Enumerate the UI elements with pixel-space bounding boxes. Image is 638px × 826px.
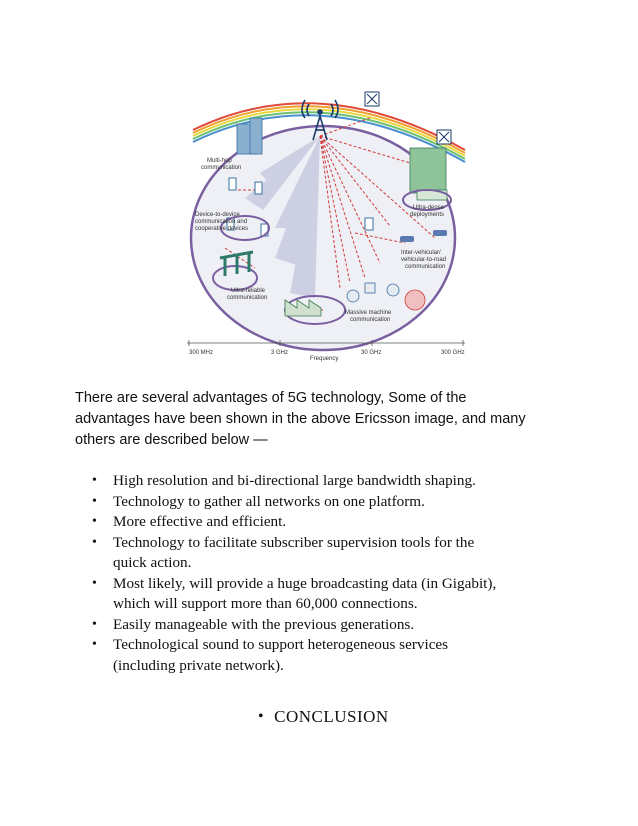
label-massive-2: communication bbox=[350, 317, 390, 323]
bullet-icon: • bbox=[92, 637, 97, 652]
5g-diagram: Multi-hop communication Device-to-device… bbox=[187, 91, 466, 362]
list-item-line-1: High resolution and bi-directional large… bbox=[113, 472, 476, 489]
tick-300ghz: 300 GHz bbox=[441, 350, 465, 356]
cell-tower-icon bbox=[301, 99, 339, 141]
label-d2d-2: communication and bbox=[195, 219, 247, 225]
bullet-icon: • bbox=[92, 575, 97, 591]
dense-building-icon bbox=[409, 147, 448, 201]
list-item: • Most likely, will provide a huge broad… bbox=[90, 574, 560, 615]
label-v2v-3: communication bbox=[405, 264, 445, 270]
frequency-ticks bbox=[188, 340, 464, 346]
label-ultra-reliable-1: Ultra-reliable bbox=[231, 288, 266, 294]
radio-beams bbox=[245, 136, 320, 298]
list-item-line-1: More effective and efficient. bbox=[113, 513, 287, 530]
list-item-line-1: Technology to facilitate subscriber supe… bbox=[113, 533, 475, 551]
label-v2v-1: Inter-vehicular/ bbox=[401, 250, 441, 256]
list-item-line-2: which will support more than 60,000 conn… bbox=[113, 595, 418, 612]
bullet-icon: • bbox=[258, 708, 265, 725]
list-item: • More effective and efficient. bbox=[90, 512, 560, 533]
list-item: • Easily manageable with the previous ge… bbox=[90, 615, 560, 636]
label-ultra-dense-1: Ultra-dense bbox=[413, 205, 445, 211]
advantages-list: • High resolution and bi-directional lar… bbox=[90, 471, 560, 676]
label-ultra-dense-2: deployments bbox=[410, 212, 444, 218]
bullet-icon: • bbox=[92, 534, 97, 550]
label-massive-1: Massive machine bbox=[345, 310, 392, 316]
tick-300mhz: 300 MHz bbox=[189, 350, 213, 356]
building-icon bbox=[236, 117, 263, 155]
list-item-line-2: (including private network). bbox=[113, 656, 284, 674]
intro-line-2: advantages have been shown in the above … bbox=[75, 411, 526, 427]
list-item-line-2: quick action. bbox=[113, 554, 192, 571]
intro-paragraph: There are several advantages of 5G techn… bbox=[75, 388, 565, 451]
device-icons bbox=[226, 177, 374, 237]
5g-use-case-figure: Multi-hop communication Device-to-device… bbox=[165, 78, 475, 370]
list-item-line-1: Technology to gather all networks on one… bbox=[113, 492, 425, 510]
label-multihop-2: communication bbox=[201, 165, 241, 171]
bridge-icon bbox=[219, 250, 254, 276]
list-item-line-1: Technological sound to support heterogen… bbox=[113, 636, 449, 653]
intro-line-1: There are several advantages of 5G techn… bbox=[75, 390, 467, 406]
iot-device-icons bbox=[346, 282, 426, 311]
frequency-axis-title: Frequency bbox=[310, 356, 338, 362]
tick-3ghz: 3 GHz bbox=[271, 350, 288, 356]
list-item-line-1: Most likely, will provide a huge broadca… bbox=[113, 574, 497, 592]
intro-line-3: others are described below — bbox=[75, 432, 268, 448]
list-item: • Technology to gather all networks on o… bbox=[90, 492, 560, 513]
bullet-icon: • bbox=[92, 514, 97, 529]
factory-icon bbox=[284, 299, 322, 317]
bullet-icon: • bbox=[92, 473, 97, 488]
conclusion-heading-text: CONCLUSION bbox=[274, 707, 389, 726]
list-item: • High resolution and bi-directional lar… bbox=[90, 471, 560, 492]
label-d2d-1: Device-to-device bbox=[195, 212, 240, 218]
tick-30ghz: 30 GHz bbox=[361, 350, 381, 356]
label-v2v-2: vehicular-to-road bbox=[401, 257, 446, 263]
conclusion-heading: • CONCLUSION bbox=[258, 707, 389, 727]
relay-node-icon bbox=[364, 91, 452, 145]
bullet-icon: • bbox=[92, 493, 97, 509]
list-item: • Technology to facilitate subscriber su… bbox=[90, 533, 560, 574]
label-d2d-3: cooperative devices bbox=[195, 226, 248, 232]
vehicle-icons bbox=[400, 230, 447, 242]
label-ultra-reliable-2: communication bbox=[227, 295, 267, 301]
list-item: • Technological sound to support heterog… bbox=[90, 635, 560, 676]
label-multihop-1: Multi-hop bbox=[207, 158, 232, 164]
list-item-line-1: Easily manageable with the previous gene… bbox=[113, 615, 415, 633]
spectrum-arcs bbox=[192, 102, 466, 163]
bullet-icon: • bbox=[92, 616, 97, 632]
